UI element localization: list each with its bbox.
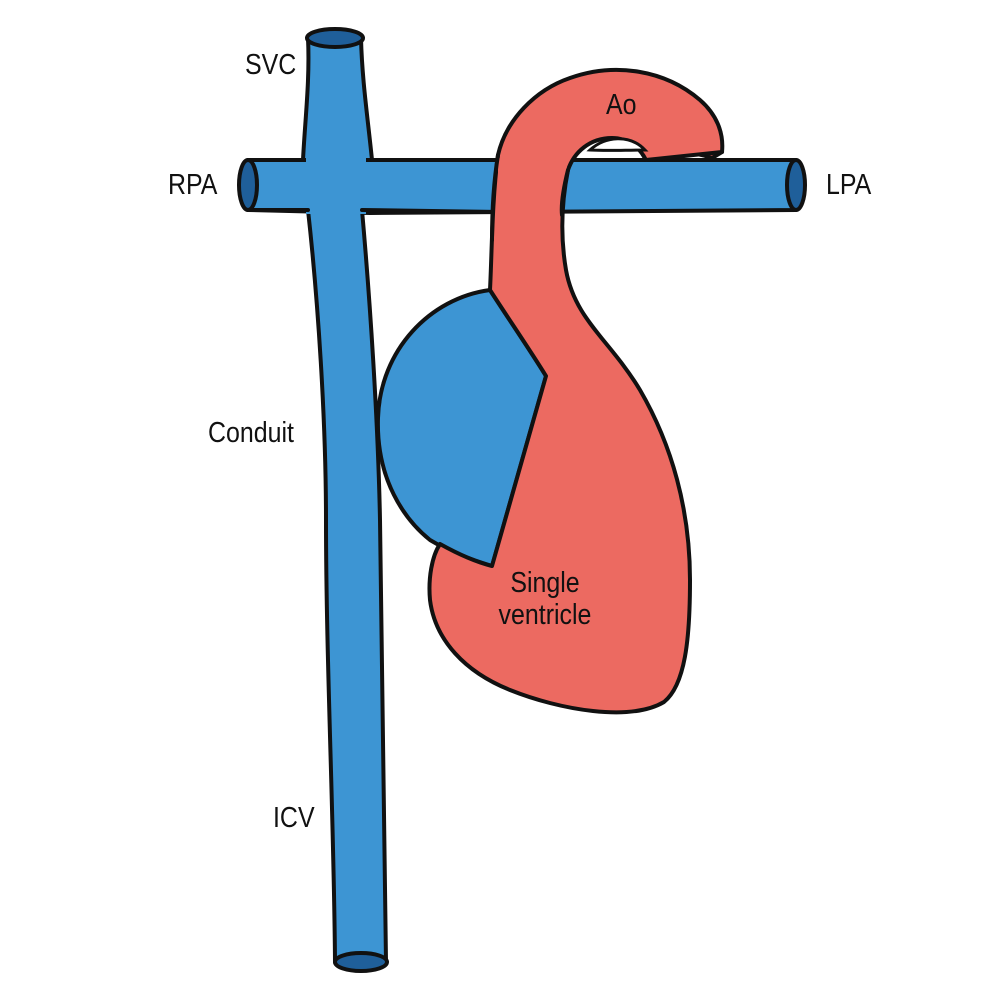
aortic-arch-gap	[586, 137, 649, 152]
label-conduit: Conduit	[208, 417, 294, 449]
single-ventricle-aorta	[427, 67, 725, 715]
label-ventricle-line2: ventricle	[498, 598, 592, 631]
lpa-opening	[785, 158, 807, 212]
svc-opening	[305, 27, 365, 49]
label-lpa: LPA	[826, 169, 872, 201]
aorta-crossing-front	[498, 158, 568, 212]
label-rpa: RPA	[168, 169, 218, 201]
label-icv: ICV	[273, 802, 315, 834]
junction-outline	[246, 158, 502, 214]
label-svc: SVC	[245, 49, 297, 81]
label-ventricle-line1: Single	[510, 567, 580, 599]
icv-opening	[333, 951, 389, 973]
label-ao: Ao	[606, 89, 637, 121]
aorta-crossing-outline	[490, 153, 570, 242]
rpa-opening	[237, 158, 259, 212]
label-single-ventricle: Single ventricle	[498, 567, 593, 632]
